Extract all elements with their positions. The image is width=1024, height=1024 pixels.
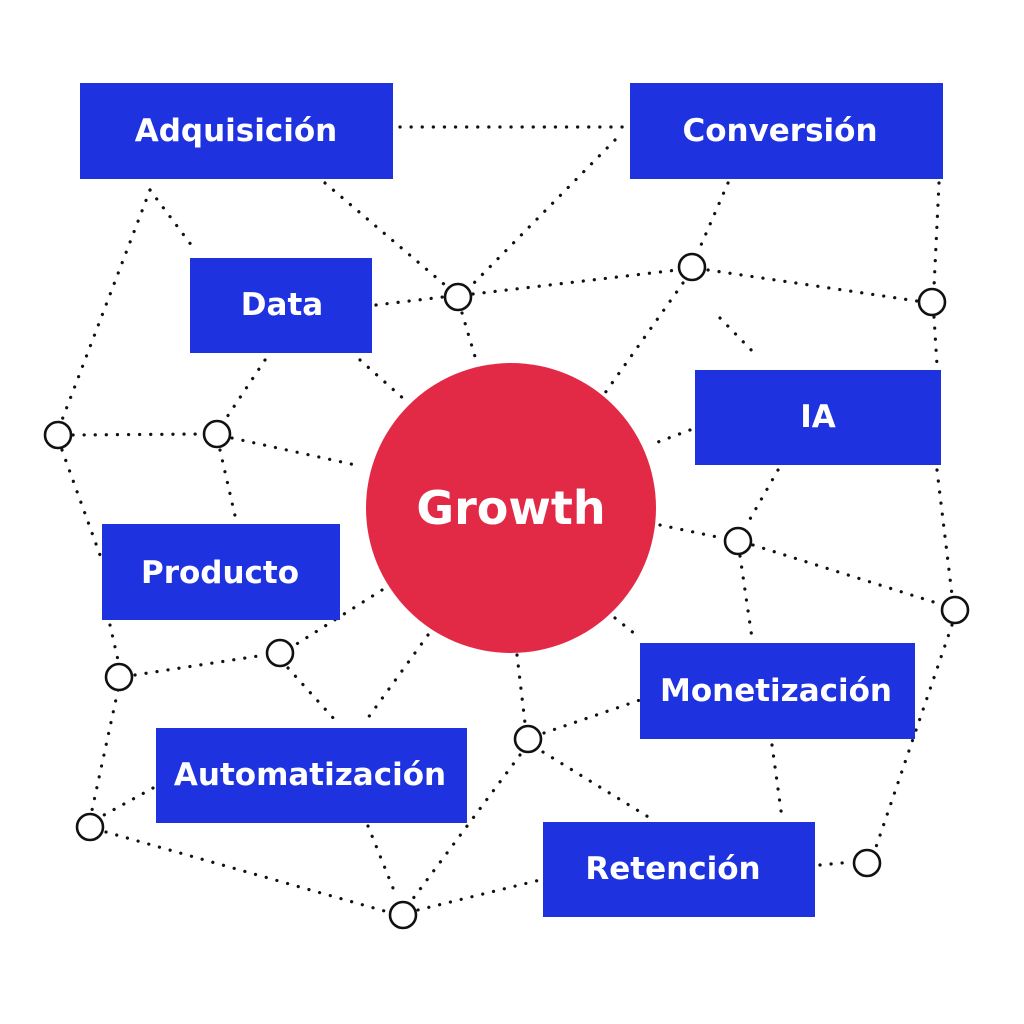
link-mid-hub-producto [218, 448, 238, 522]
link-hub-base-retencion [416, 878, 542, 912]
hub-nodes [43, 252, 970, 930]
hub-node [202, 419, 232, 449]
connection-lines [60, 125, 954, 914]
hub-node [917, 287, 947, 317]
link-hub-hub-far-right [751, 543, 942, 606]
hub-node [723, 526, 753, 556]
hub-node [75, 812, 105, 842]
box-rect [695, 370, 941, 465]
link-left-hub-mid-hub [71, 432, 204, 437]
link-growth-hub-bottom [515, 653, 527, 725]
link-hub-low2-automatizacion [286, 666, 337, 722]
box-ia: IA [695, 370, 941, 465]
hub-node [265, 638, 295, 668]
link-ia-edge-hub [935, 468, 954, 597]
link-hub-hub-right [706, 268, 919, 303]
link-hub-bottom-monetizacion [542, 698, 642, 735]
link-data-hub [374, 295, 445, 307]
link-adquisicion-left-hub [60, 188, 152, 422]
link-hub-bottom-hub-base [410, 753, 522, 902]
hub-node [940, 595, 970, 625]
hub-node [677, 252, 707, 282]
link-automatizacion-hub-base [366, 824, 399, 900]
link-data-hub-mid [223, 358, 267, 422]
link-left-hub-producto [60, 448, 102, 557]
link-hub-right-ia [932, 315, 939, 367]
link-ia-growth [648, 428, 692, 447]
link-automatizacion-hub-bottom-left [102, 786, 155, 817]
center-label: Growth [416, 481, 605, 535]
box-label: Retención [585, 851, 760, 887]
box-label: Conversión [682, 113, 877, 149]
link-hub-low-hub-low2 [133, 653, 267, 677]
link-ia-hub [744, 468, 780, 528]
box-label: IA [800, 399, 836, 435]
box-conversion: Conversión [630, 83, 943, 179]
box-label: Automatización [174, 757, 446, 793]
box-monetizacion: Monetización [640, 643, 915, 739]
hub-node [513, 724, 543, 754]
box-rect [190, 258, 372, 353]
box-producto: Producto [102, 524, 340, 620]
box-rect [156, 728, 467, 823]
link-conversion-hub-top [696, 181, 730, 254]
box-rect [630, 83, 943, 179]
link-retencion-hub-right-low [818, 860, 854, 867]
box-adquisicion: Adquisición [80, 83, 393, 179]
hub-node [43, 420, 73, 450]
box-label: Monetización [660, 673, 892, 709]
link-growth-hub-right [658, 523, 724, 540]
link-hub-growth-right [603, 281, 685, 395]
growth-center: Growth [366, 363, 656, 653]
box-automatizacion: Automatización [156, 728, 467, 823]
link-hub-growth [460, 311, 478, 362]
box-rect [640, 643, 915, 739]
link-growth-automatizacion [363, 633, 430, 724]
box-data: Data [190, 258, 372, 353]
link-monetizacion-retencion [770, 743, 784, 820]
hub-node [852, 848, 882, 878]
link-growth-monetizacion [613, 616, 642, 640]
box-label: Adquisición [135, 113, 338, 149]
center-circle [366, 363, 656, 653]
box-rect [543, 822, 815, 917]
link-ia-diagonal [718, 316, 760, 359]
box-label: Producto [141, 555, 299, 591]
link-hub-bottom-left-hub-base [104, 830, 390, 914]
link-hub-low-hub-bottom-left [90, 688, 120, 812]
link-hub-bottom-retencion [541, 750, 652, 820]
link-conversion-edge-right [932, 181, 941, 289]
box-retencion: Retención [543, 822, 815, 917]
link-producto-hub-low [108, 623, 120, 662]
box-rect [80, 83, 393, 179]
link-hub-hub-top [471, 268, 679, 296]
hub-node [388, 900, 418, 930]
link-data-growth [358, 358, 407, 402]
concept-boxes: Adquisición Conversión Data IA Producto … [80, 83, 943, 917]
link-mid-hub-growth [230, 436, 362, 468]
link-adquisicion-hub [323, 181, 447, 287]
hub-node [104, 662, 134, 692]
link-conversion-hub [470, 138, 617, 287]
link-hub-monetizacion [738, 554, 754, 640]
box-rect [102, 524, 340, 620]
hub-node [443, 282, 473, 312]
link-adquisicion-data [148, 188, 197, 252]
box-label: Data [241, 287, 323, 323]
